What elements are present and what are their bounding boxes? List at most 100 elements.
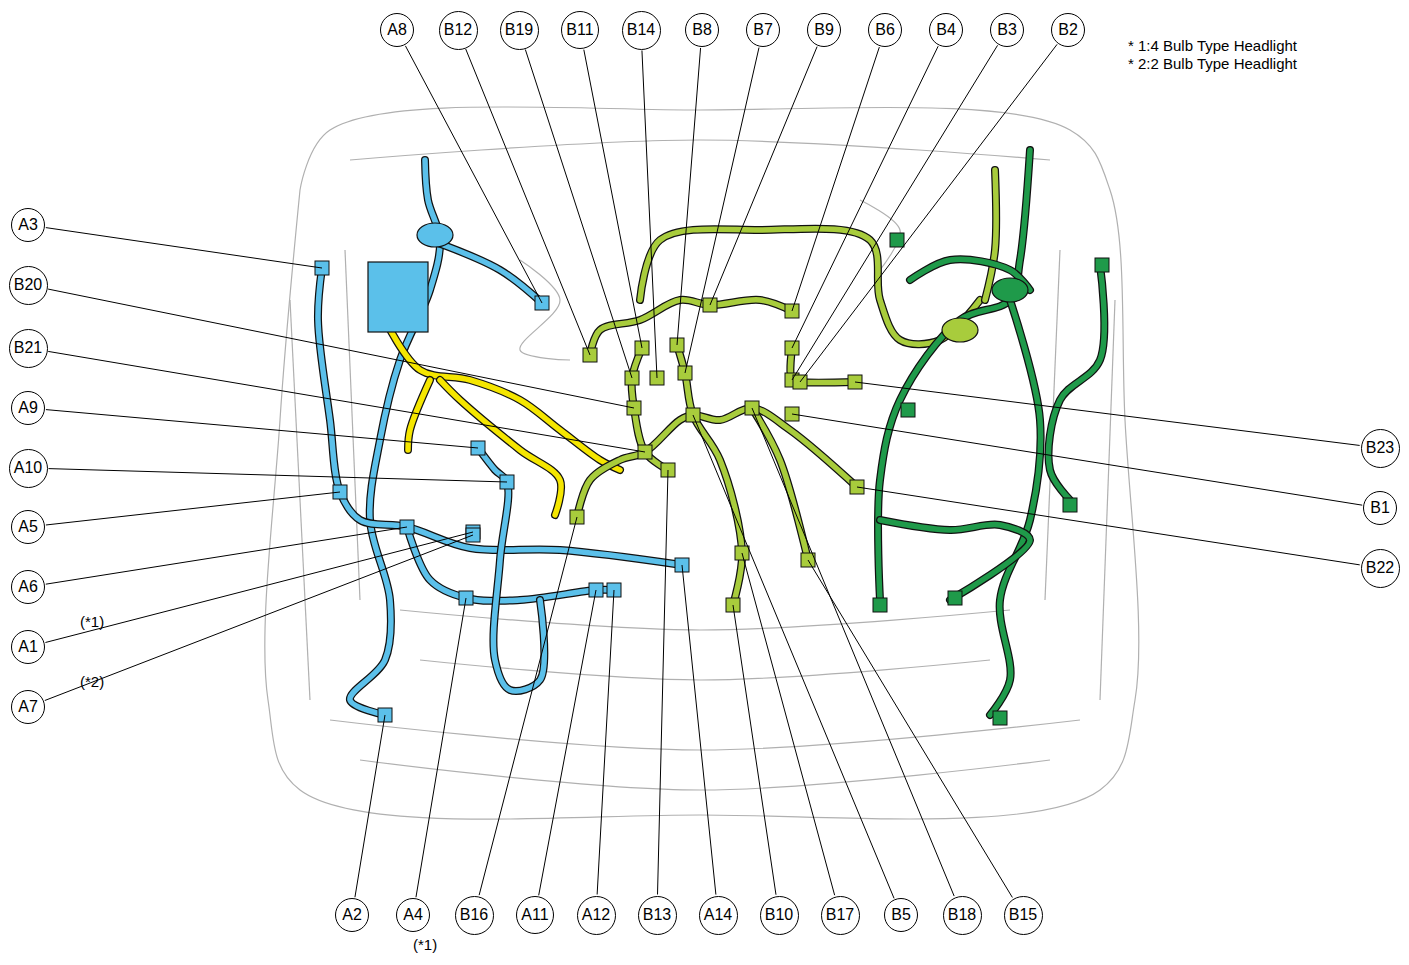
callout-circle: A12: [577, 896, 616, 935]
leader-line: [857, 487, 1360, 565]
connector-code: B16: [460, 907, 488, 923]
connector-code: B7: [753, 22, 773, 38]
callout-circle: A14: [699, 896, 738, 935]
connector-code: B3: [997, 22, 1017, 38]
callout-circle: B3: [990, 13, 1024, 47]
harness-outline: [407, 527, 614, 601]
harness-outline: [640, 229, 980, 345]
callout-circle: A6: [11, 570, 45, 604]
connector-code: A10: [14, 460, 42, 476]
leader-line: [48, 469, 507, 482]
connector-code: B12: [444, 22, 472, 38]
callout-circle: B16: [455, 896, 494, 935]
callout-circle: B11: [561, 11, 599, 49]
callout-circle: B19: [500, 11, 539, 50]
wire-harness: [990, 300, 1041, 715]
note-text: * 1:4 Bulb Type Headlight: [1128, 38, 1297, 55]
leader-line: [355, 715, 385, 897]
callout-circle: B23: [1361, 429, 1400, 468]
leader-line: [685, 48, 759, 373]
callout-circle: A5: [11, 510, 45, 544]
connector-code: B21: [14, 340, 42, 356]
callout-circle: B12: [439, 11, 478, 50]
wire-harness: [640, 229, 980, 345]
harness-outline: [878, 150, 1030, 600]
callout-circle: B9: [807, 13, 841, 47]
callout-circle: A9: [11, 391, 45, 425]
grommet: [992, 278, 1028, 302]
connector-code: B11: [566, 22, 593, 38]
connector: [873, 598, 887, 612]
callout-circle: B2: [1051, 13, 1085, 47]
leader-line: [46, 527, 407, 584]
wire-harness: [878, 150, 1030, 600]
harness-outline: [478, 448, 544, 691]
harness-outline: [440, 380, 561, 515]
connector: [1063, 498, 1077, 512]
car-outline: [420, 660, 990, 680]
leader-line: [46, 228, 322, 268]
connector-code: B1: [1370, 500, 1390, 516]
car-outline: [330, 720, 1080, 750]
connector-code: B8: [692, 22, 712, 38]
connector-code: B5: [891, 907, 911, 923]
callout-circle: B21: [9, 329, 48, 368]
callout-circle: A10: [9, 449, 48, 488]
wire-harness: [478, 448, 544, 691]
connector-code: B10: [765, 907, 793, 923]
leader-line: [46, 492, 340, 525]
callout-circle: B17: [821, 896, 860, 935]
connector-code: A4: [403, 907, 423, 923]
callout-circle: A2: [335, 898, 369, 932]
leader-line: [792, 45, 998, 380]
leader-line: [792, 46, 938, 348]
leader-line: [800, 44, 1057, 382]
wire-harness: [752, 408, 808, 560]
callout-circle: B14: [622, 11, 661, 50]
footnote-mark: (*1): [80, 614, 104, 631]
leader-line: [416, 598, 466, 897]
leader-line: [539, 590, 596, 895]
connector-code: B14: [627, 22, 655, 38]
connector-code: A3: [18, 217, 38, 233]
connector-code: A6: [18, 579, 38, 595]
callout-circle: B15: [1004, 896, 1043, 935]
connector: [901, 403, 915, 417]
leader-line: [46, 410, 478, 448]
callout-circle: B13: [638, 896, 677, 935]
callout-circle: B5: [884, 898, 918, 932]
connector-code: B18: [948, 907, 976, 923]
harness-outline: [990, 300, 1041, 715]
connector-code: B17: [826, 907, 854, 923]
grommet: [417, 223, 453, 247]
leader-line: [710, 47, 817, 305]
callout-circle: B10: [760, 896, 799, 935]
callout-circle: A1: [11, 630, 45, 664]
leader-line: [733, 605, 776, 895]
connector-code: B13: [643, 907, 671, 923]
connector-code: A7: [18, 699, 38, 715]
connector-code: A8: [387, 22, 407, 38]
connector-code: B6: [875, 22, 895, 38]
leader-line: [405, 46, 542, 303]
callout-circle: B22: [1361, 549, 1400, 588]
connector: [948, 591, 962, 605]
car-outline: [345, 250, 360, 600]
connector-code: B15: [1009, 907, 1037, 923]
wire-harness: [985, 170, 996, 300]
connector-code: A5: [18, 519, 38, 535]
leader-line: [584, 50, 642, 348]
connector-code: B9: [814, 22, 834, 38]
harness-outline: [752, 408, 808, 560]
grommet: [942, 318, 978, 342]
connector: [993, 711, 1007, 725]
leader-line: [752, 408, 954, 896]
callout-circle: A11: [516, 896, 554, 934]
leader-line: [677, 48, 701, 345]
connector-code: A2: [342, 907, 362, 923]
callout-circle: B4: [929, 13, 963, 47]
leader-line: [48, 289, 634, 408]
callout-circle: A4: [396, 898, 430, 932]
footnote-mark: (*2): [80, 674, 104, 691]
